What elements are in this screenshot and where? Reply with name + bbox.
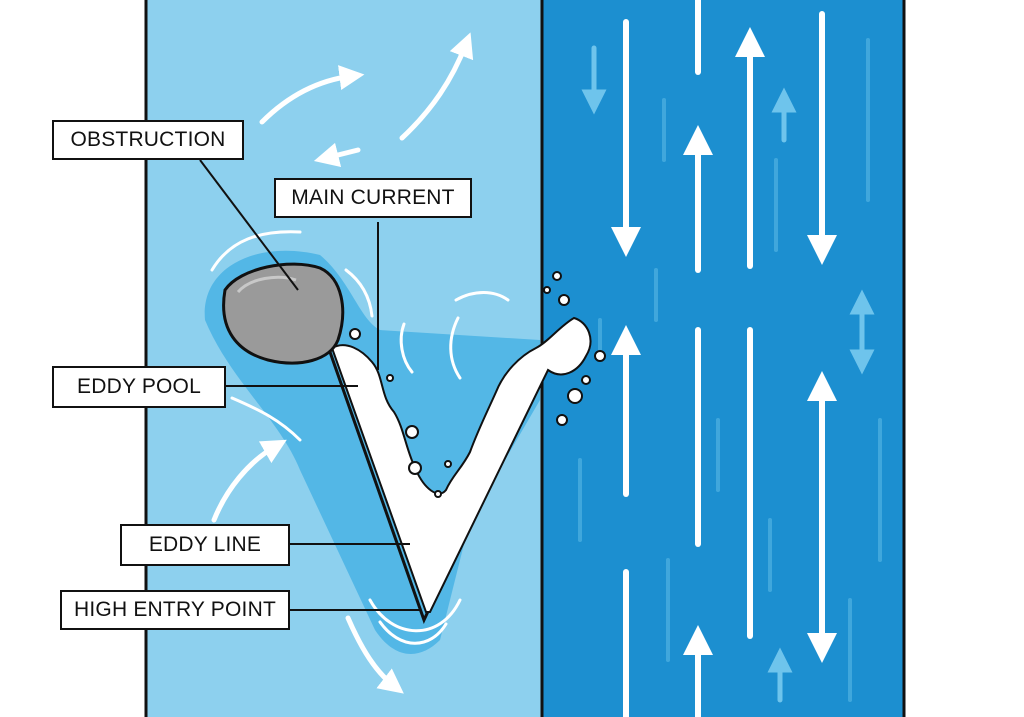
foam-bubbles (349, 271, 606, 498)
main-current-label: MAIN CURRENT (274, 178, 472, 218)
obstruction-label: OBSTRUCTION (52, 120, 244, 160)
eddy-circulation-arrows (211, 32, 474, 694)
current-streaks (578, 38, 882, 702)
main-current-arrows (611, 0, 837, 717)
faint-current-arrows (581, 45, 875, 703)
eddy-foam (330, 316, 592, 613)
rock-highlight (236, 275, 297, 294)
high-entry-point-label: HIGH ENTRY POINT (60, 590, 290, 630)
obstruction-rock (222, 262, 345, 365)
eddy-pool-label: EDDY POOL (52, 366, 226, 408)
leader-lines (199, 159, 420, 611)
eddy-line-label: EDDY LINE (120, 524, 290, 566)
eddy-swirl-lines (210, 230, 510, 645)
